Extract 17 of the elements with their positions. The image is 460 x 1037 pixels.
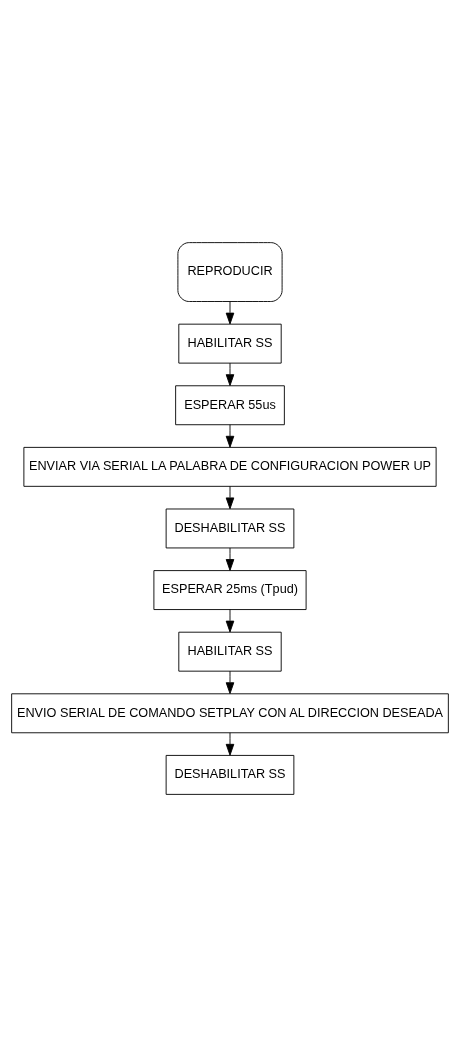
- arrow: [225, 732, 235, 756]
- arrow: [225, 670, 235, 695]
- node-box: HABILITAR SS: [178, 323, 282, 364]
- node-box: DESHABILITAR SS: [165, 754, 295, 795]
- node-box: ESPERAR 55us: [175, 385, 285, 426]
- arrow: [225, 547, 235, 571]
- node-box: ENVIO SERIAL DE COMANDO SETPLAY CON AL DIRECCION DESEADA: [11, 693, 449, 734]
- node-box: ENVIAR VIA SERIAL LA PALABRA DE CONFIGURACION POWER UP: [23, 446, 437, 487]
- arrow: [225, 362, 235, 386]
- arrow: [225, 424, 235, 448]
- node-box: HABILITAR SS: [178, 631, 282, 672]
- node-box: DESHABILITAR SS: [165, 508, 295, 549]
- arrow: [225, 301, 235, 325]
- arrow: [225, 609, 235, 633]
- node-box: REPRODUCIR: [177, 242, 283, 302]
- arrow: [225, 485, 235, 510]
- node-box: ESPERAR 25ms (Tpud): [153, 570, 307, 610]
